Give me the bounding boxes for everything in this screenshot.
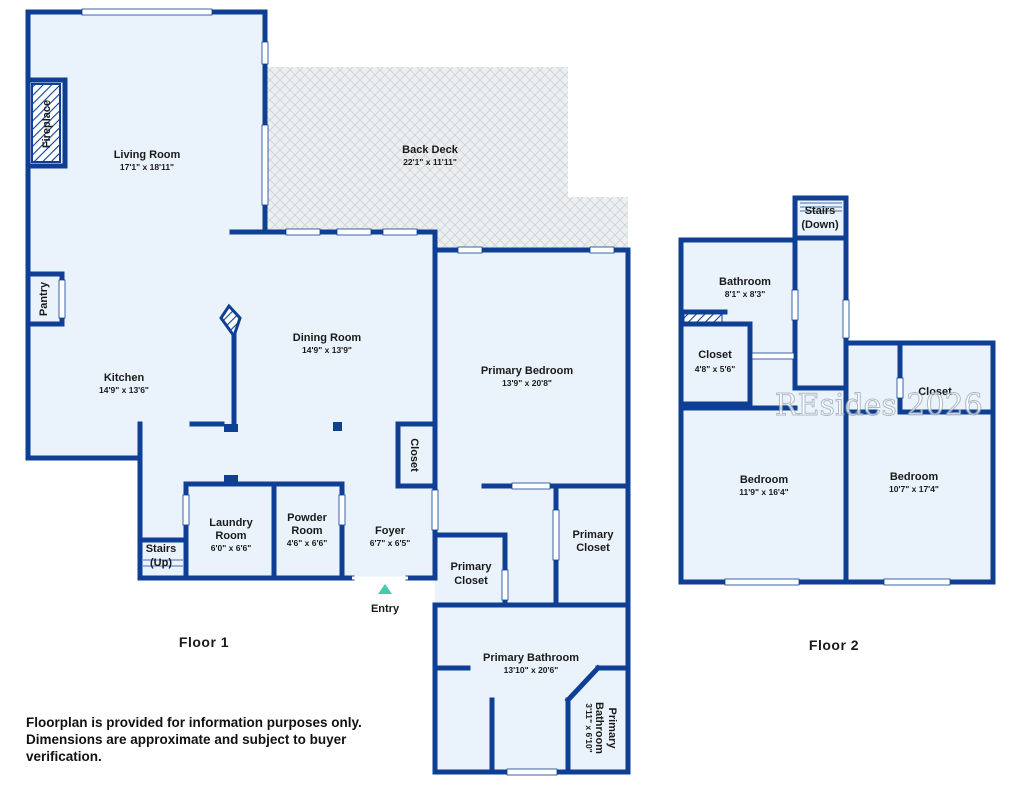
primary-bedroom-label: Primary Bedroom: [481, 365, 574, 377]
foyer-dim: 6'7" x 6'5": [370, 538, 410, 548]
kitchen-label: Kitchen: [104, 372, 145, 384]
bedroom-right-dim: 10'7" x 17'4": [889, 484, 939, 494]
fireplace-icon: [31, 83, 61, 163]
stairs-down-label-2: (Down): [801, 219, 839, 231]
laundry-room-label-1: Laundry: [209, 517, 253, 529]
foyer-label: Foyer: [375, 525, 406, 537]
floor-2: [678, 195, 996, 586]
stairs-up-label-1: Stairs: [146, 543, 177, 555]
powder-room-label-2: Room: [291, 525, 322, 537]
fireplace-label: Fireplace: [41, 100, 53, 148]
primary-bathroom-small-dim: 3'11" x 6'10": [584, 703, 594, 752]
disclaimer: Floorplan is provided for information pu…: [26, 715, 362, 764]
windows-floor-1: [58, 8, 615, 776]
disclaimer-line-2: Dimensions are approximate and subject t…: [26, 732, 347, 747]
dining-room-dim: 14'9" x 13'9": [302, 345, 352, 355]
primary-bedroom-dim: 13'9" x 20'8": [502, 378, 552, 388]
back-deck-dim: 22'1" x 11'11": [403, 157, 457, 167]
labels-floor-1: Living Room 17'1" x 18'11" Back Deck 22'…: [38, 100, 618, 754]
bedroom-left-dim: 11'9" x 16'4": [739, 487, 788, 497]
primary-bathroom-small-label-1: Primary: [606, 708, 618, 750]
stairs-down-icon: [800, 202, 842, 212]
stairs-down-label-1: Stairs: [805, 205, 836, 217]
pantry-label: Pantry: [38, 281, 50, 316]
column: [224, 475, 238, 483]
primary-bathroom-fill: [435, 605, 628, 772]
back-deck-area-lower: [435, 197, 628, 250]
laundry-room-dim: 6'0" x 6'6": [211, 543, 251, 553]
stairs-up-icon: [143, 559, 183, 567]
primary-bathroom-label: Primary Bathroom: [483, 652, 579, 664]
entry-marker-icon: [378, 584, 392, 594]
watermark: REsides 2026: [775, 388, 983, 423]
primary-closet-left-label-1: Primary: [451, 561, 493, 573]
floor-1-title: Floor 1: [179, 634, 229, 650]
disclaimer-line-1: Floorplan is provided for information pu…: [26, 715, 362, 730]
closet-right-label: Closet: [918, 386, 952, 398]
bathroom-fixture: [683, 313, 723, 323]
living-room-dim: 17'1" x 18'11": [120, 162, 174, 172]
back-deck-label: Back Deck: [402, 144, 459, 156]
kitchen-dim: 14'9" x 13'6": [99, 385, 149, 395]
labels-floor-2: Stairs (Down) Bathroom 8'1" x 8'3" Close…: [695, 205, 952, 653]
floor-1-fill: [28, 12, 628, 605]
primary-closet-right-label-1: Primary: [573, 529, 615, 541]
powder-room-dim: 4'6" x 6'6": [287, 538, 327, 548]
closet-left-label: Closet: [698, 349, 732, 361]
floor-1: [25, 8, 631, 776]
dining-room-label: Dining Room: [293, 332, 362, 344]
primary-closet-left-label-2: Closet: [454, 575, 488, 587]
living-room-label: Living Room: [114, 149, 181, 161]
windows-floor-2: [724, 289, 951, 586]
laundry-room-label-2: Room: [215, 530, 246, 542]
column: [333, 422, 342, 431]
closet-label: Closet: [408, 438, 420, 472]
bedroom-left-label: Bedroom: [740, 474, 789, 486]
bathroom-label: Bathroom: [719, 276, 771, 288]
bathroom-dim: 8'1" x 8'3": [725, 289, 765, 299]
stairs-up-label-2: (Up): [150, 557, 172, 569]
entry-label: Entry: [371, 603, 400, 615]
primary-bathroom-small-label-2: Bathroom: [593, 702, 605, 754]
closet-left-dim: 4'8" x 5'6": [695, 364, 735, 374]
floor-2-title: Floor 2: [809, 637, 859, 653]
primary-bathroom-dim: 13'10" x 20'6": [504, 665, 559, 675]
disclaimer-line-3: verification.: [26, 749, 102, 764]
bedroom-right-label: Bedroom: [890, 471, 939, 483]
chimney-feature: [219, 303, 242, 340]
column: [224, 424, 238, 432]
powder-room-label-1: Powder: [287, 512, 327, 524]
primary-closet-right-label-2: Closet: [576, 542, 610, 554]
